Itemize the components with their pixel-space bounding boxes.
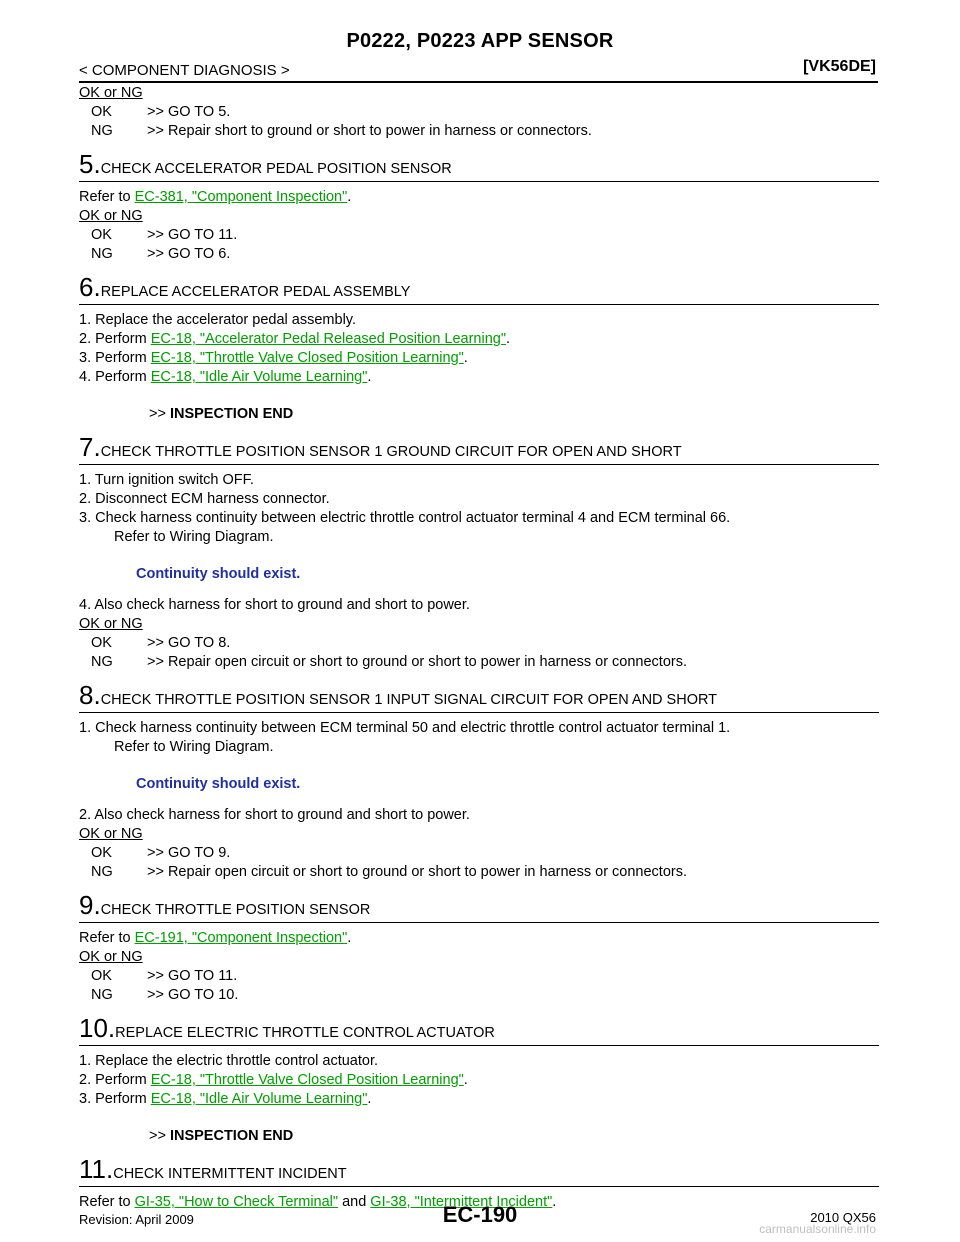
check-terminal-link[interactable]: GI-35, "How to Check Terminal" — [134, 1194, 339, 1210]
step-number: 8. — [79, 680, 101, 710]
component-inspection-link[interactable]: EC-191, "Component Inspection" — [134, 930, 348, 946]
step-title: REPLACE ELECTRIC THROTTLE CONTROL ACTUAT… — [115, 1025, 495, 1041]
step-11-heading: 11.CHECK INTERMITTENT INCIDENT — [79, 1156, 879, 1187]
step-7-heading: 7.CHECK THROTTLE POSITION SENSOR 1 GROUN… — [79, 434, 879, 465]
pedal-learning-link[interactable]: EC-18, "Accelerator Pedal Released Posit… — [150, 331, 506, 347]
step-number: 7. — [79, 432, 101, 462]
procedure-line: 2. Perform EC-18, "Throttle Valve Closed… — [79, 1072, 468, 1088]
step-title: CHECK THROTTLE POSITION SENSOR 1 GROUND … — [100, 444, 682, 460]
section-label: < COMPONENT DIAGNOSIS > — [79, 62, 290, 79]
step-number: 9. — [79, 890, 101, 920]
revision-label: Revision: April 2009 — [79, 1212, 194, 1227]
reference-line: Refer to EC-381, "Component Inspection". — [79, 189, 352, 205]
idle-air-learning-link[interactable]: EC-18, "Idle Air Volume Learning" — [150, 1091, 368, 1107]
ok-or-ng-label: OK or NG — [79, 949, 143, 965]
component-inspection-link[interactable]: EC-381, "Component Inspection" — [134, 189, 348, 205]
step-number: 5. — [79, 149, 101, 179]
procedure-line: 4. Perform EC-18, "Idle Air Volume Learn… — [79, 369, 372, 385]
ok-or-ng-label: OK or NG — [79, 208, 143, 224]
inspection-end: >> INSPECTION END — [149, 406, 294, 422]
ok-option: OK>> GO TO 11. — [91, 968, 238, 984]
throttle-learning-link[interactable]: EC-18, "Throttle Valve Closed Position L… — [150, 1072, 464, 1088]
step-title: CHECK THROTTLE POSITION SENSOR 1 INPUT S… — [100, 692, 718, 708]
procedure-line: 4. Also check harness for short to groun… — [79, 597, 470, 613]
step-5-heading: 5.CHECK ACCELERATOR PEDAL POSITION SENSO… — [79, 151, 879, 182]
step-number: 6. — [79, 272, 101, 302]
continuity-note: Continuity should exist. — [136, 776, 301, 792]
reference-line: Refer to GI-35, "How to Check Terminal" … — [79, 1194, 557, 1210]
ok-option: OK>> GO TO 11. — [91, 227, 238, 243]
ng-option: NG>> Repair open circuit or short to gro… — [91, 864, 688, 880]
step-number: 11. — [79, 1154, 114, 1184]
procedure-line: 2. Perform EC-18, "Accelerator Pedal Rel… — [79, 331, 511, 347]
procedure-line: 2. Disconnect ECM harness connector. — [79, 491, 330, 507]
step-9-heading: 9.CHECK THROTTLE POSITION SENSOR — [79, 892, 879, 923]
procedure-line: 1. Turn ignition switch OFF. — [79, 472, 254, 488]
step-title: CHECK THROTTLE POSITION SENSOR — [100, 902, 371, 918]
step-number: 10. — [79, 1013, 116, 1043]
procedure-line: Refer to Wiring Diagram. — [114, 739, 274, 755]
ng-option: NG>> Repair open circuit or short to gro… — [91, 654, 688, 670]
step-title: CHECK INTERMITTENT INCIDENT — [113, 1166, 347, 1182]
ok-or-ng-label: OK or NG — [79, 85, 143, 101]
page-number: EC-190 — [442, 1202, 518, 1227]
reference-line: Refer to EC-191, "Component Inspection". — [79, 930, 352, 946]
model-year-label: 2010 QX56 — [810, 1210, 876, 1225]
step-8-heading: 8.CHECK THROTTLE POSITION SENSOR 1 INPUT… — [79, 682, 879, 713]
procedure-line: Refer to Wiring Diagram. — [114, 529, 274, 545]
watermark: carmanualsonline.info — [759, 1222, 876, 1236]
ng-option: NG>> GO TO 10. — [91, 987, 239, 1003]
throttle-learning-link[interactable]: EC-18, "Throttle Valve Closed Position L… — [150, 350, 464, 366]
procedure-line: 1. Replace the electric throttle control… — [79, 1053, 379, 1069]
ng-option: NG>> Repair short to ground or short to … — [91, 123, 592, 139]
procedure-line: 3. Perform EC-18, "Idle Air Volume Learn… — [79, 1091, 372, 1107]
ok-option: OK>> GO TO 8. — [91, 635, 231, 651]
ok-or-ng-label: OK or NG — [79, 616, 143, 632]
procedure-line: 1. Replace the accelerator pedal assembl… — [79, 312, 356, 328]
ok-option: OK>> GO TO 9. — [91, 845, 231, 861]
ok-option: OK>> GO TO 5. — [91, 104, 231, 120]
intermittent-incident-link[interactable]: GI-38, "Intermittent Incident" — [370, 1194, 553, 1210]
step-title: REPLACE ACCELERATOR PEDAL ASSEMBLY — [100, 284, 411, 300]
ng-option: NG>> GO TO 6. — [91, 246, 231, 262]
header-rule — [79, 81, 878, 83]
page-title: P0222, P0223 APP SENSOR — [346, 30, 614, 52]
idle-air-learning-link[interactable]: EC-18, "Idle Air Volume Learning" — [150, 369, 368, 385]
procedure-line: 2. Also check harness for short to groun… — [79, 807, 470, 823]
step-title: CHECK ACCELERATOR PEDAL POSITION SENSOR — [100, 161, 452, 177]
continuity-note: Continuity should exist. — [136, 566, 301, 582]
step-6-heading: 6.REPLACE ACCELERATOR PEDAL ASSEMBLY — [79, 274, 879, 305]
procedure-line: 3. Perform EC-18, "Throttle Valve Closed… — [79, 350, 468, 366]
step-10-heading: 10.REPLACE ELECTRIC THROTTLE CONTROL ACT… — [79, 1015, 879, 1046]
engine-model-label: [VK56DE] — [803, 58, 876, 75]
procedure-line: 1. Check harness continuity between ECM … — [79, 720, 731, 736]
document-body: OK or NG OK>> GO TO 5. NG>> Repair short… — [79, 84, 879, 1212]
ok-or-ng-label: OK or NG — [79, 826, 143, 842]
inspection-end: >> INSPECTION END — [149, 1128, 294, 1144]
procedure-line: 3. Check harness continuity between elec… — [79, 510, 731, 526]
